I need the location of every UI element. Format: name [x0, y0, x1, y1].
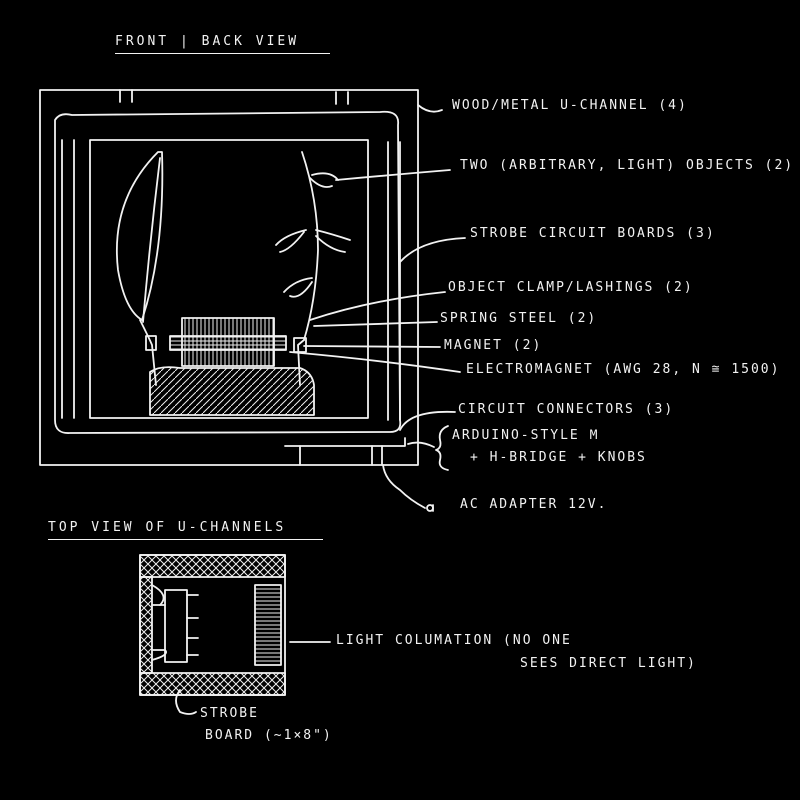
- top-view-top-band: [139, 554, 286, 578]
- leader-spring: [313, 321, 438, 327]
- label-objects: TWO (ARBITRARY, LIGHT) OBJECTS (2): [460, 158, 795, 173]
- feather-object: [115, 151, 164, 321]
- electromagnet-core: [169, 335, 287, 351]
- label-object-clamp: OBJECT CLAMP/LASHINGS (2): [448, 280, 694, 295]
- label-ac-adapter: AC ADAPTER 12V.: [460, 497, 608, 512]
- leader-u-channel: [417, 104, 443, 113]
- leader-electromagnet: [289, 351, 461, 373]
- label-u-channel: WOOD/METAL U-CHANNEL (4): [452, 98, 688, 113]
- top-view-left-band: [139, 576, 153, 674]
- brace-arduino: [435, 425, 449, 471]
- title-front-back-view: FRONT | BACK VIEW: [115, 34, 330, 54]
- title-top-view: TOP VIEW OF U-CHANNELS: [48, 520, 323, 540]
- label-board-size: BOARD (~1×8"): [205, 728, 333, 743]
- label-magnet: MAGNET (2): [444, 338, 543, 353]
- strobe-board-right: [387, 141, 401, 421]
- leader-arduino: [407, 441, 435, 448]
- label-strobe-boards: STROBE CIRCUIT BOARDS (3): [470, 226, 716, 241]
- label-strobe: STROBE: [200, 706, 259, 721]
- label-no-direct-light: SEES DIRECT LIGHT): [520, 656, 697, 671]
- base-block: [149, 366, 315, 416]
- fern-object: [301, 151, 319, 341]
- leader-ac: [382, 464, 426, 509]
- label-circuit-connectors: CIRCUIT CONNECTORS (3): [458, 402, 675, 417]
- clamp-left: [145, 335, 157, 351]
- leader-strobe-board: [175, 689, 197, 715]
- spring-steel-left: [139, 319, 157, 386]
- leader-connectors: [399, 410, 456, 431]
- outer-frame: [39, 89, 419, 466]
- leader-clamp: [309, 291, 446, 321]
- label-light-collimation: LIGHT COLUMATION (NO ONE: [336, 633, 572, 648]
- collimator-grid: [254, 584, 282, 666]
- strobe-board-left: [61, 139, 75, 419]
- leader-objects: [335, 169, 451, 181]
- label-h-bridge: + H-BRIDGE + KNOBS: [470, 450, 647, 465]
- viewing-window: [89, 139, 369, 419]
- label-electromagnet: ELECTROMAGNET (AWG 28, n ≅ 1500): [466, 362, 781, 377]
- label-arduino: ARDUINO-STYLE μ: [452, 428, 600, 443]
- leader-magnet: [303, 345, 441, 348]
- label-spring-steel: SPRING STEEL (2): [440, 311, 598, 326]
- top-view-bottom-band: [139, 672, 286, 696]
- magnet-right: [293, 337, 307, 353]
- top-view-strobe-board: [164, 589, 188, 663]
- leader-strobe: [399, 237, 466, 263]
